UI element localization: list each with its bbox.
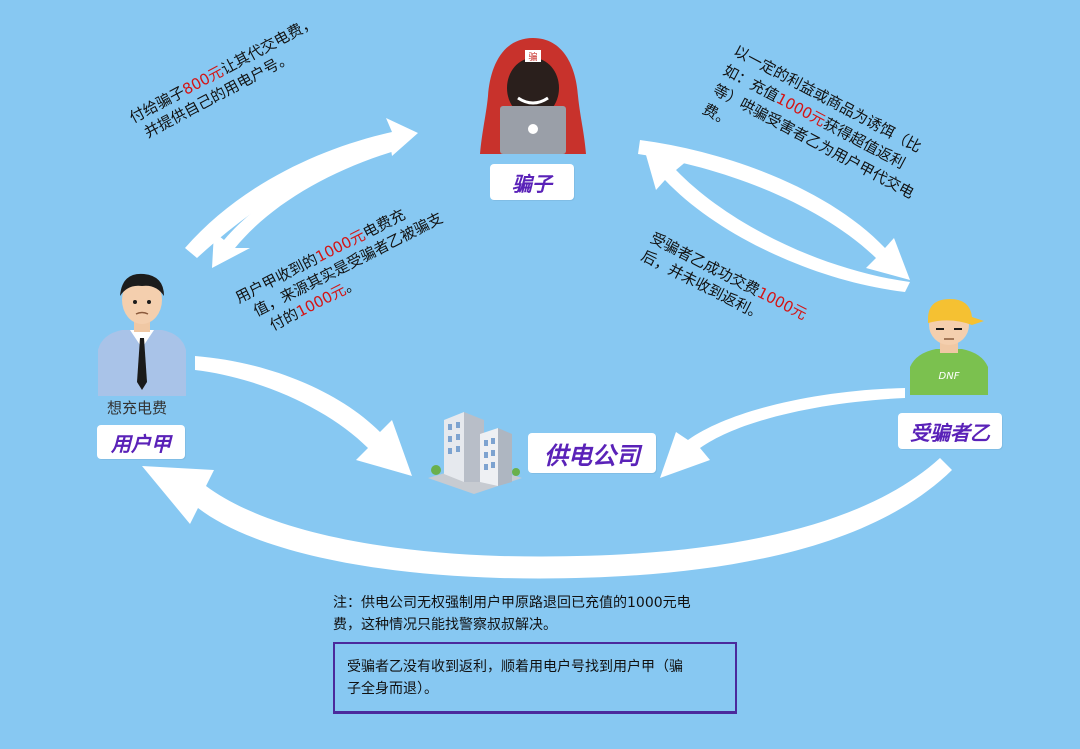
- office-building-icon: [428, 412, 522, 494]
- outcome-box: 受骗者乙没有收到返利，顺着用电户号找到用户甲（骗 子全身而退）。: [333, 642, 737, 714]
- footnote-line: 注：供电公司无权强制用户甲原路退回已充值的1000元电: [333, 595, 691, 611]
- user-a-caption: 想充电费: [107, 399, 168, 417]
- outcome-line: 受骗者乙没有收到返利，顺着用电户号找到用户甲（骗: [347, 659, 683, 675]
- footnote: 注：供电公司无权强制用户甲原路退回已充值的1000元电 费，这种情况只能找警察叔…: [333, 592, 691, 636]
- victim-b-badge: 受骗者乙: [898, 413, 1002, 449]
- user-a-badge: 用户甲: [97, 425, 185, 459]
- arrow-b-to-company: [660, 388, 905, 478]
- svg-text:骗: 骗: [528, 51, 537, 63]
- cap-man-icon: DNF: [910, 299, 988, 395]
- arrow-a-to-company: [195, 356, 412, 476]
- arrow-b-to-scammer: [644, 148, 910, 292]
- arrow-b-to-a: [142, 458, 952, 579]
- office-man-icon: [98, 273, 186, 396]
- hooded-hacker-icon: 骗: [480, 38, 586, 154]
- svg-text:DNF: DNF: [939, 371, 960, 382]
- outcome-line: 子全身而退）。: [347, 681, 438, 697]
- scammer-badge: 骗子: [490, 164, 574, 200]
- company-badge: 供电公司: [528, 433, 656, 473]
- arrow-scammer-to-a: [212, 140, 398, 268]
- footnote-line: 费，这种情况只能找警察叔叔解决。: [333, 617, 557, 633]
